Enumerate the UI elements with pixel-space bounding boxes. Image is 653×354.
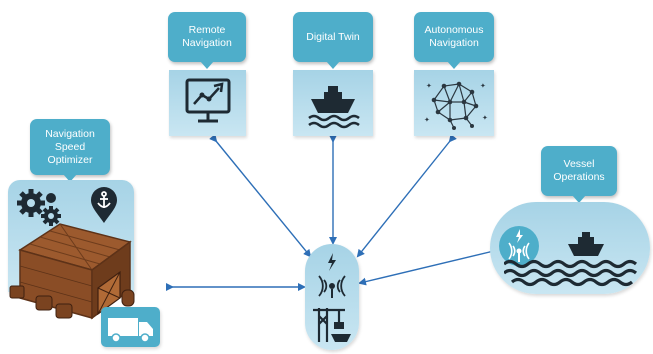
vessel-operations-label: Vessel Operations [553,158,605,183]
arrow-autonomous-navigation [356,133,457,258]
port-hub-panel [305,244,359,350]
autonomous-navigation-label: Autonomous Navigation [424,24,484,49]
remote-navigation-panel [169,70,246,136]
autonomous-navigation-callout: Autonomous Navigation [414,12,494,69]
waves-icon [504,259,638,287]
anchor-pin-icon [91,187,117,223]
warehouse-icon [9,223,135,320]
monitor-line-chart-icon [185,78,231,123]
arrow-vessel-operations [358,244,505,286]
neural-network-brain-icon: ✦ ✦ ✦ ✦ [424,81,488,130]
wireless-signal-icon-vessel [499,226,539,266]
port-crane-icon [313,308,351,342]
gears-icon [17,189,61,226]
autonomous-navigation-panel: ✦ ✦ ✦ ✦ [414,70,494,136]
vessel-operations-callout: Vessel Operations [541,146,617,203]
arrow-remote-navigation [209,133,312,258]
truck-icon [108,318,153,343]
navigation-speed-optimizer-label: Navigation Speed Optimizer [45,127,95,166]
digital-twin-callout: Digital Twin [293,12,373,69]
svg-text:✦: ✦ [424,116,430,124]
svg-text:✦: ✦ [480,82,486,90]
truck-panel [101,307,160,347]
vessel-operations-panel [490,202,650,294]
ship-icon [568,232,604,256]
navigation-speed-optimizer-callout: Navigation Speed Optimizer [30,119,110,182]
wireless-signal-icon [318,253,346,298]
svg-text:✦: ✦ [482,114,488,122]
digital-twin-panel [293,70,373,136]
ship-on-waves-icon [308,86,360,129]
remote-navigation-callout: Remote Navigation [168,12,246,69]
digital-twin-label: Digital Twin [306,30,360,43]
remote-navigation-label: Remote Navigation [182,24,232,49]
svg-text:✦: ✦ [426,82,432,90]
